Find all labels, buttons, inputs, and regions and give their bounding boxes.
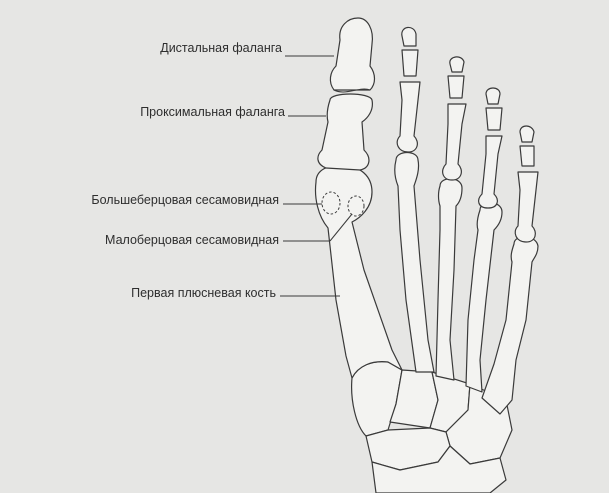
talus-calcaneus bbox=[371, 445, 507, 493]
medial-cuneiform bbox=[351, 361, 403, 437]
label-proximal-phalanx: Проксимальная фаланга bbox=[140, 105, 285, 119]
distal-phalanx-hallux bbox=[329, 17, 376, 91]
leader-lines bbox=[280, 55, 353, 297]
metatarsals bbox=[314, 151, 539, 415]
leader-fibular-sesamoid-diagonal bbox=[329, 213, 353, 242]
third-toe-distal bbox=[449, 56, 465, 73]
second-metatarsal bbox=[394, 151, 435, 373]
lesser-toe-phalanges bbox=[396, 26, 539, 243]
fourth-toe-distal bbox=[485, 87, 501, 105]
hallux-phalanges bbox=[317, 17, 376, 171]
third-metatarsal bbox=[435, 178, 463, 381]
sesamoid-bones bbox=[321, 191, 365, 217]
label-first-metatarsal: Первая плюсневая кость bbox=[131, 286, 276, 300]
label-fibular-sesamoid: Малоберцовая сесамовидная bbox=[105, 233, 279, 247]
fourth-toe-middle bbox=[485, 107, 503, 131]
tibial-sesamoid bbox=[321, 191, 341, 215]
fifth-toe-distal bbox=[519, 125, 535, 143]
third-toe-middle bbox=[447, 75, 465, 99]
third-toe-proximal bbox=[442, 103, 467, 181]
interphalangeal-joint bbox=[333, 88, 371, 93]
second-toe-distal bbox=[401, 26, 417, 47]
fifth-toe-proximal bbox=[514, 171, 539, 243]
label-distal-phalanx: Дистальная фаланга bbox=[160, 41, 282, 55]
first-metatarsal bbox=[314, 165, 403, 379]
second-toe-proximal bbox=[396, 81, 421, 153]
second-toe-middle bbox=[401, 49, 419, 77]
label-tibial-sesamoid: Большеберцовая сесамовидная bbox=[91, 193, 279, 207]
fifth-toe-middle bbox=[519, 145, 535, 167]
proximal-phalanx-hallux bbox=[317, 93, 373, 171]
fourth-toe-proximal bbox=[478, 135, 503, 209]
fibular-sesamoid bbox=[347, 195, 365, 217]
